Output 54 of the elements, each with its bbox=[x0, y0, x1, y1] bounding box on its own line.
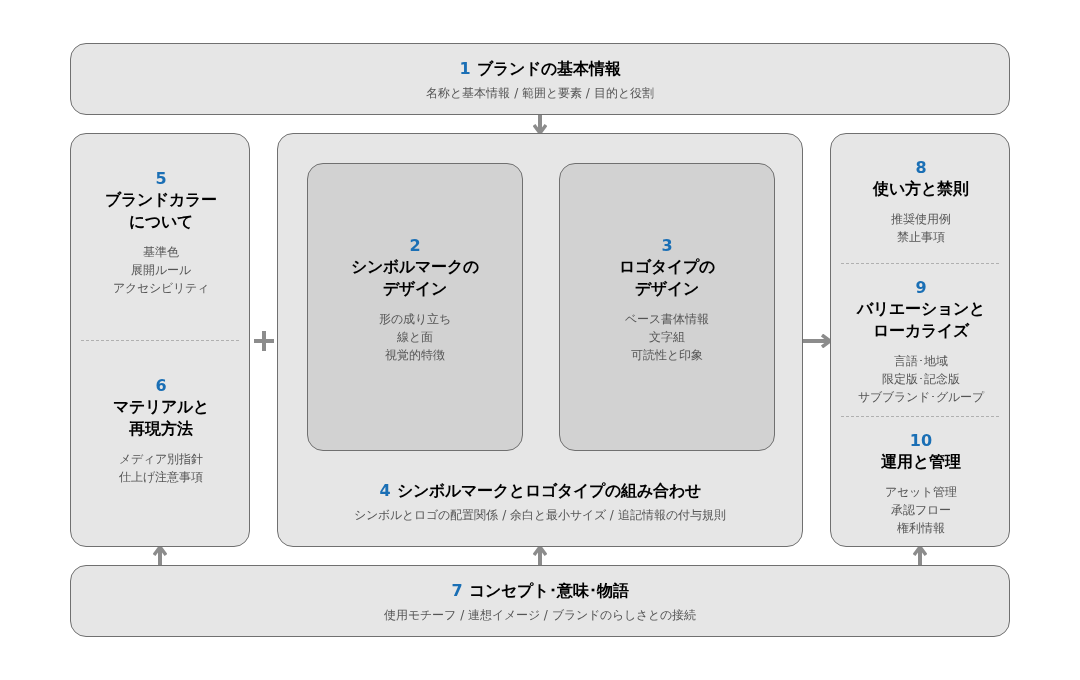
arrow bbox=[532, 115, 548, 135]
section-heading: コンセプト･意味･物語 bbox=[468, 580, 629, 602]
panel-box bbox=[70, 133, 250, 547]
topic-band bbox=[70, 565, 1010, 637]
topic-item: 展開ルール bbox=[131, 262, 191, 279]
topic-item: 限定版･記念版 bbox=[882, 371, 960, 388]
topic-item: アクセシビリティ bbox=[113, 280, 209, 297]
section-heading: シンボルマークとロゴタイプの組み合わせ bbox=[396, 480, 701, 502]
topic-item: 視覚的特徴 bbox=[385, 347, 445, 364]
arrow bbox=[912, 545, 928, 565]
topic-item: ベース書体情報 bbox=[625, 311, 709, 328]
topic-band bbox=[70, 43, 1010, 115]
topic-item: アセット管理 bbox=[885, 484, 957, 501]
section-heading: 使い方と禁則 bbox=[873, 178, 969, 200]
section-number: 8 bbox=[915, 158, 927, 178]
topic-item: 権利情報 bbox=[897, 520, 945, 537]
topic-item: 禁止事項 bbox=[897, 229, 945, 246]
section-number: 3 bbox=[661, 236, 673, 256]
topic-item: 推奨使用例 bbox=[891, 211, 951, 228]
topic-item: サブブランド･グループ bbox=[858, 389, 984, 406]
topic-item: 仕上げ注意事項 bbox=[119, 469, 203, 486]
topic-item: 承認フロー bbox=[891, 502, 951, 519]
section-number: 2 bbox=[409, 236, 421, 256]
section-number: 4 bbox=[379, 481, 391, 501]
topic-item: 基準色 bbox=[143, 244, 179, 261]
topic-item: 形の成り立ち bbox=[379, 311, 451, 328]
section-heading: ブランドの基本情報 bbox=[476, 58, 621, 80]
section-number: 10 bbox=[909, 431, 933, 451]
arrow bbox=[803, 333, 832, 349]
section-heading: ロゴタイプのデザイン bbox=[618, 256, 716, 300]
section-heading: バリエーションとローカライズ bbox=[855, 298, 986, 342]
arrow bbox=[152, 545, 168, 565]
section-number: 7 bbox=[451, 581, 463, 601]
topic-item: 文字組 bbox=[649, 329, 685, 346]
topic-item: メディア別指針 bbox=[119, 451, 203, 468]
section-number: 1 bbox=[459, 59, 471, 79]
topic-item: 使用モチーフ / 連想イメージ / ブランドのらしさとの接続 bbox=[384, 607, 696, 624]
arrow bbox=[532, 545, 548, 565]
topic-item: 名称と基本情報 / 範囲と要素 / 目的と役割 bbox=[426, 85, 654, 102]
topic-card bbox=[307, 163, 523, 451]
topic-item: 言語･地域 bbox=[894, 353, 948, 370]
topic-item: 線と面 bbox=[397, 329, 433, 346]
group-box bbox=[277, 133, 803, 547]
section-heading: ブランドカラーについて bbox=[104, 189, 218, 233]
section-number: 6 bbox=[155, 376, 167, 396]
section-number: 9 bbox=[915, 278, 927, 298]
section-heading: 運用と管理 bbox=[881, 451, 961, 473]
topic-item: 可読性と印象 bbox=[631, 347, 703, 364]
section-heading: シンボルマークのデザイン bbox=[350, 256, 480, 300]
panel-box bbox=[830, 133, 1010, 547]
section-heading: マテリアルと再現方法 bbox=[112, 396, 210, 440]
section-number: 5 bbox=[155, 169, 167, 189]
topic-item: シンボルとロゴの配置関係 / 余白と最小サイズ / 追記情報の付与規則 bbox=[354, 507, 726, 524]
topic-card bbox=[559, 163, 775, 451]
